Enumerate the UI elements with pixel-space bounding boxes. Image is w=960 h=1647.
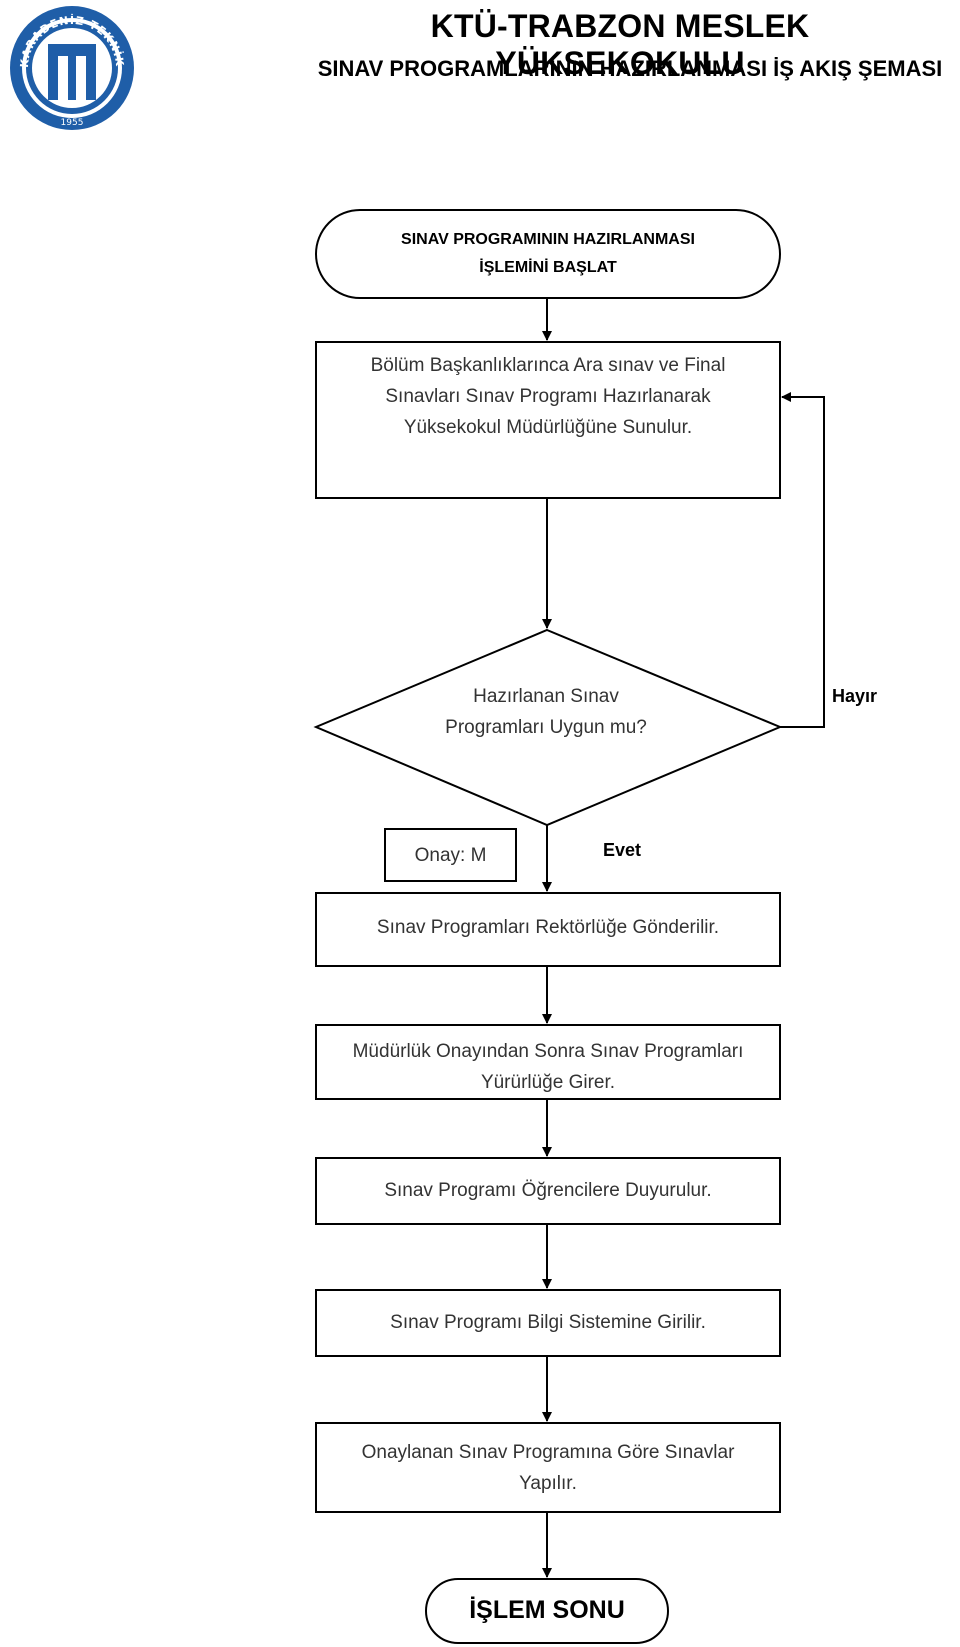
step4-text: Sınav Programı Öğrencilere Duyurulur. [384,1180,712,1201]
start-line1: SINAV PROGRAMININ HAZIRLANMASI [401,231,695,248]
step2-text: Sınav Programları Rektörlüğe Gönderilir. [376,917,720,938]
step3-line2: Yürürlüğe Girer. [480,1072,616,1093]
step6-text: Onaylanan Sınav Programına Göre Sınavlar… [316,1437,780,1499]
step1-line3: Yüksekokul Müdürlüğüne Sunulur. [403,417,693,438]
logo-year: 1955 [61,118,84,128]
step1-line2: Sınavları Sınav Programı Hazırlanarak [385,386,711,407]
step3-box [315,1024,781,1100]
step4-box [315,1157,781,1225]
decision-yes-label: Evet [603,840,642,860]
decision-text: Hazırlanan Sınav Programları Uygun mu? [386,681,706,743]
step1-text: Bölüm Başkanlıklarınca Ara sınav ve Fina… [316,350,780,443]
step3-line1: Müdürlük Onayından Sonra Sınav Programla… [352,1041,744,1062]
page-subtitle: SINAV PROGRAMLARININ HAZIRLANMASI İŞ AKI… [317,56,943,81]
decision-no-label: Hayır [832,686,878,706]
step1-box [315,341,781,499]
start-text: SINAV PROGRAMININ HAZIRLANMASI İŞLEMİNİ … [316,226,780,282]
page-title: KTÜ-TRABZON MESLEK YÜKSEKOKULU [430,8,810,81]
step3-text: Müdürlük Onayından Sonra Sınav Programla… [316,1036,780,1098]
step2-box [315,892,781,967]
decision-line1: Hazırlanan Sınav [473,686,619,707]
step5-box [315,1289,781,1357]
step6-line1: Onaylanan Sınav Programına Göre Sınavlar [361,1442,735,1463]
approval-text: Onay: M [414,845,487,866]
step6-line2: Yapılır. [519,1473,577,1494]
approval-box [384,828,517,882]
end-terminator [425,1578,669,1644]
step6-box [315,1422,781,1513]
end-text: İŞLEM SONU [469,1596,625,1624]
step5-text: Sınav Programı Bilgi Sistemine Girilir. [390,1312,706,1333]
step1-line1: Bölüm Başkanlıklarınca Ara sınav ve Fina… [370,355,726,376]
university-logo: KARADENİZ TEKNİK ÜNİVERSİTESİ 1955 [3,0,136,134]
start-line2: İŞLEMİNİ BAŞLAT [479,259,617,276]
arrow-no-loop [780,392,825,728]
decision-line2: Programları Uygun mu? [445,717,647,738]
